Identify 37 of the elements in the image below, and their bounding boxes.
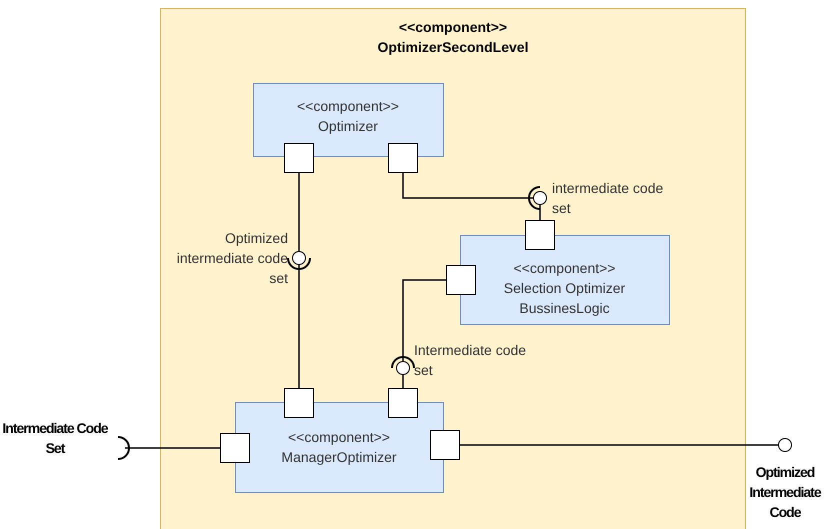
- connector-line: [117, 436, 220, 460]
- interface-ball: [396, 360, 410, 374]
- connector-line: [287, 257, 311, 388]
- connector-line: [460, 444, 778, 446]
- interface-label: Intermediate code set: [414, 341, 528, 380]
- connector-line: [402, 173, 541, 210]
- component-box: [252, 82, 444, 156]
- interface-ball: [292, 250, 306, 264]
- interface-label: Optimized Intermediate Code: [748, 463, 822, 522]
- stereotype-label: <<component>>: [296, 96, 400, 116]
- port-square: [284, 388, 314, 418]
- interface-label: Optimized intermediate code set: [176, 229, 288, 288]
- stereotype-label: <<component>>: [398, 18, 508, 37]
- connector-line: [391, 279, 446, 369]
- component-box: [460, 234, 670, 324]
- interface-label: intermediate code set: [552, 179, 664, 218]
- port-square: [388, 388, 418, 418]
- component-container: [160, 8, 746, 529]
- connector-line: [298, 173, 300, 251]
- interface-label: Intermediate Code Set: [0, 418, 125, 478]
- connector-line: [539, 205, 541, 220]
- interface-ball: [778, 438, 792, 452]
- stereotype-label: <<component>>: [512, 258, 616, 278]
- port-square: [388, 142, 418, 172]
- connector-line: [402, 375, 404, 388]
- port-square: [430, 430, 460, 460]
- port-square: [220, 432, 250, 462]
- port-square: [446, 264, 476, 294]
- interface-ball: [532, 190, 546, 204]
- port-square: [524, 220, 554, 250]
- component-name: OptimizerSecondLevel: [376, 38, 530, 57]
- component-name: ManagerOptimizer: [280, 448, 398, 466]
- component-name: Optimizer: [317, 116, 379, 136]
- port-square: [284, 142, 314, 172]
- stereotype-label: <<component>>: [287, 428, 391, 446]
- component-box: [234, 402, 444, 492]
- component-name: Selection Optimizer BussinesLogic: [502, 278, 626, 318]
